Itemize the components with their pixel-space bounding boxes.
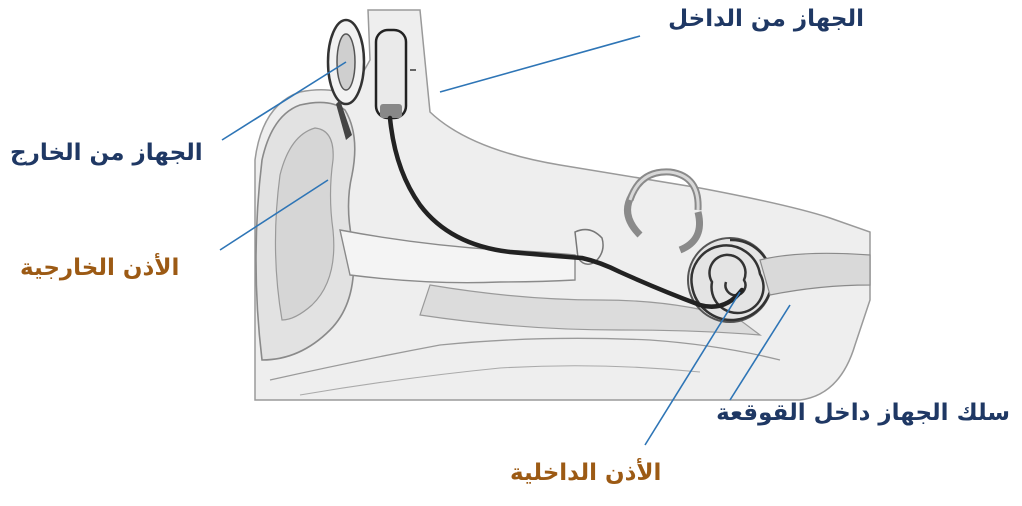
ear-illustration xyxy=(255,10,870,400)
label-internal-device: الجهاز من الداخل xyxy=(668,8,864,31)
label-external-device: الجهاز من الخارج xyxy=(10,142,203,165)
label-inner-ear: الأذن الداخلية xyxy=(510,462,661,485)
label-outer-ear: الأذن الخارجية xyxy=(20,257,179,280)
leader-internal-device xyxy=(440,36,640,92)
label-electrode-wire: سلك الجهاز داخل القوقعة xyxy=(716,402,1010,425)
